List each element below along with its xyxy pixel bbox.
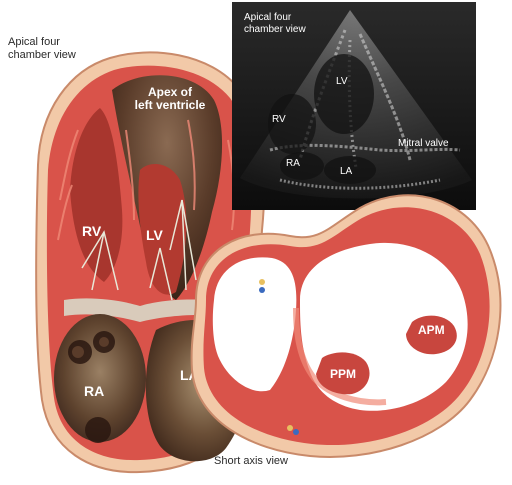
echo-rv-label: RV (272, 114, 286, 125)
ppm-muscle (316, 352, 370, 395)
echo-mitral-valve-label: Mitral valve (398, 138, 449, 149)
echo-title-line2: chamber view (244, 24, 306, 35)
apm-label: APM (418, 323, 445, 337)
apical-view-caption: Apical four chamber view (8, 36, 76, 61)
short-axis-illustration: LV APM PPM (190, 194, 502, 458)
rv-label: RV (82, 223, 102, 239)
echo-ra-label: RA (286, 158, 300, 169)
short-axis-view-caption: Short axis view (214, 455, 288, 467)
chordae-tendineae (81, 199, 197, 301)
apm-muscle (406, 315, 457, 355)
echocardiogram-image: Apical four chamber view LV RV RA LA Mit… (232, 2, 476, 210)
lv-lower-chamber (138, 164, 187, 295)
valve-plane (64, 298, 238, 322)
ppm-label: PPM (330, 367, 356, 381)
lv-label: LV (146, 227, 164, 243)
ra-label: RA (84, 383, 104, 399)
rv-cavity (70, 108, 123, 282)
echo-title-line1: Apical four (244, 12, 292, 23)
echo-la-label: LA (340, 166, 353, 177)
apex-label-line1: Apex of (148, 85, 193, 99)
echo-lv-label: LV (336, 76, 348, 87)
short-axis-lv-label: LV (392, 281, 406, 295)
short-axis-rv-region (212, 257, 297, 392)
apex-label-line2: left ventricle (135, 98, 206, 112)
